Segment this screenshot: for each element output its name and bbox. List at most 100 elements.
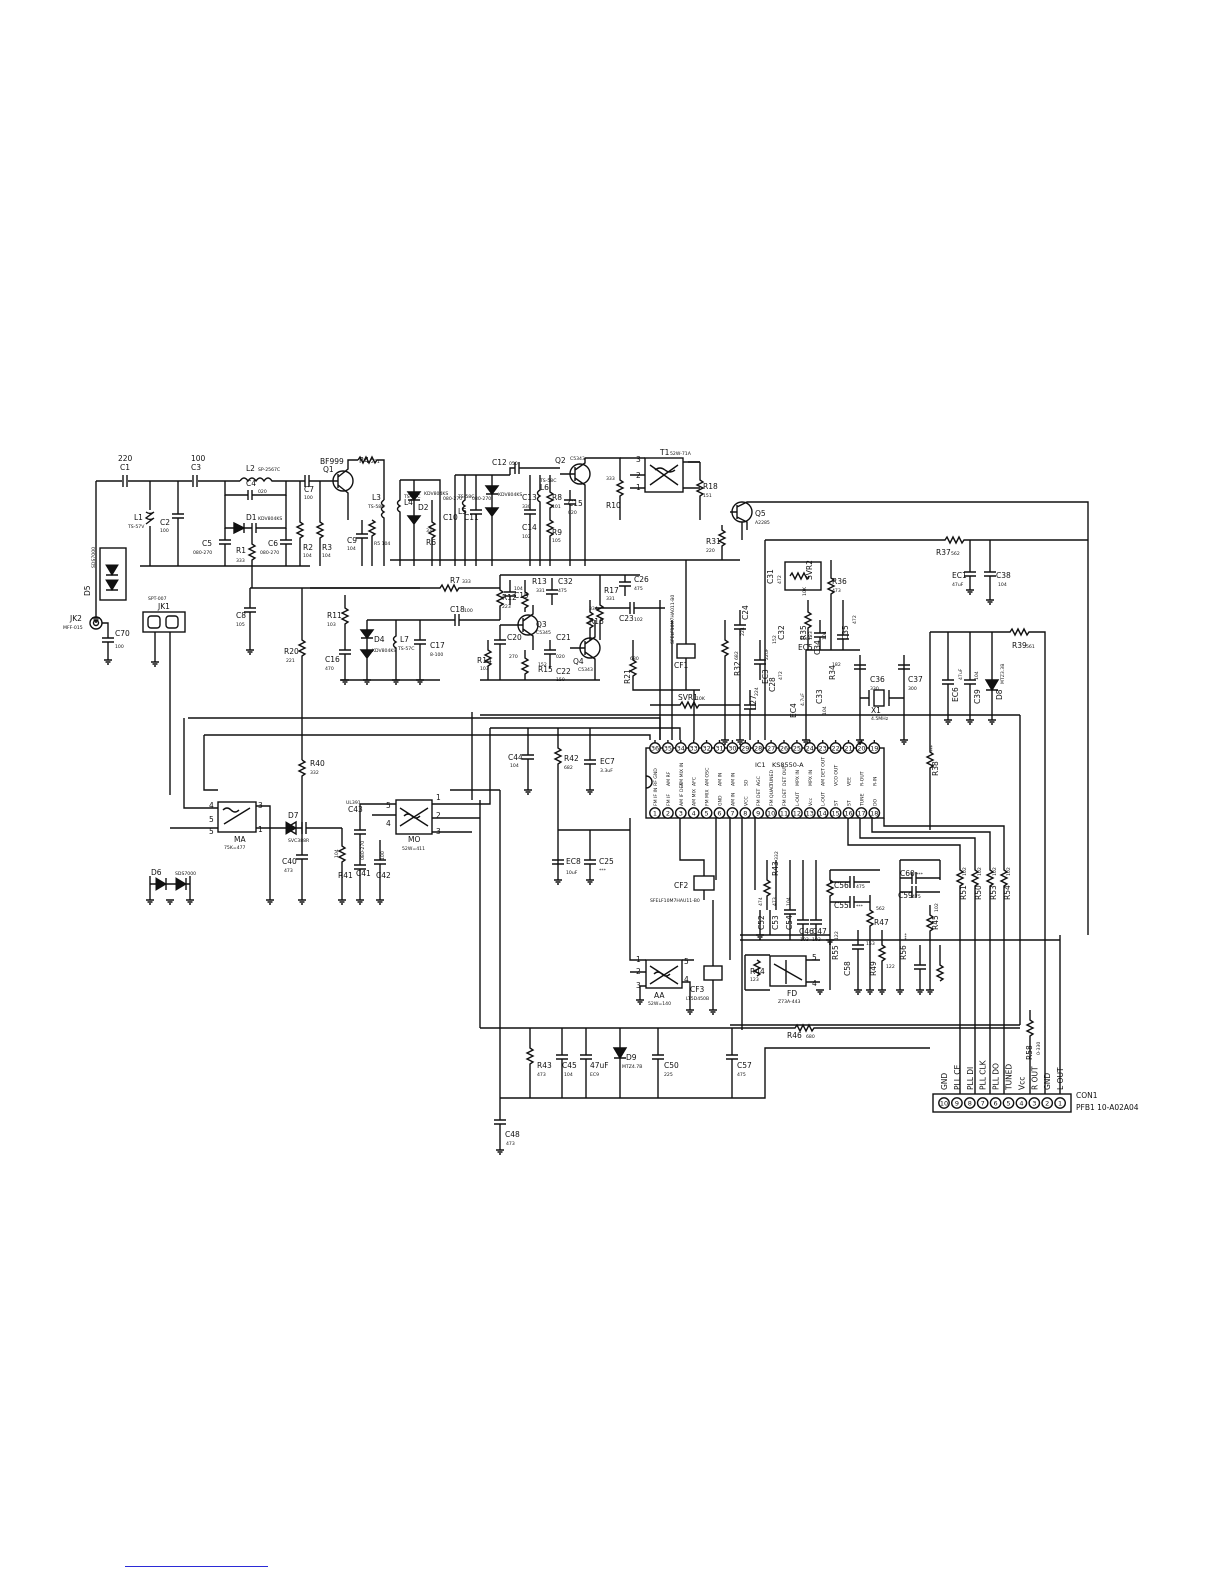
label-c21-val: 020 — [556, 654, 565, 660]
label-c27: C27 — [749, 695, 758, 710]
label-r45b: R43 — [771, 861, 780, 876]
label-r21: R21 — [623, 669, 632, 684]
label-jk1-val: SPT-007 — [148, 596, 167, 602]
label-r20-val: 221 — [286, 658, 295, 664]
label-c26-val: 475 — [634, 586, 643, 592]
label-c48: C48 — [505, 1130, 520, 1139]
label-l7-val: TS-57C — [397, 646, 414, 652]
ground-symbol — [988, 719, 996, 725]
ma-pin-5: 5 — [209, 815, 214, 824]
con1-pin-8-number: 8 — [968, 1100, 972, 1108]
label-c37-val: 300 — [908, 686, 917, 692]
label-c12: C12 — [492, 458, 507, 467]
ic1-pin-8 — [739, 807, 752, 819]
label-ic1: IC1 — [755, 761, 766, 769]
ground-symbol — [104, 659, 112, 665]
ic1-pin-34-number: 34 — [677, 745, 685, 753]
label-cf2: CF2 — [674, 881, 689, 890]
label-r47: R47 — [874, 918, 889, 927]
ic1-pin-9 — [752, 807, 765, 819]
ic1-pin-13-number: 13 — [806, 810, 814, 818]
ground-symbol — [900, 739, 908, 745]
t1-pin-3: 3 — [636, 455, 641, 464]
label-r21-val: 680 — [630, 656, 639, 662]
con1-pin-9-name: PLL CE — [953, 1064, 962, 1090]
label-r45b-val: 332 — [774, 851, 780, 860]
ic1-pin-22-number: 22 — [831, 745, 839, 753]
ic1-pin-27-name: TUNED — [769, 769, 775, 787]
label-r7: R7 — [450, 576, 460, 585]
ic1-pin-31-name: AM IN — [718, 773, 724, 786]
label-c45-val: 104 — [564, 1072, 573, 1078]
label-c33: C33 — [815, 689, 824, 704]
ic1-pin-36 — [649, 742, 661, 754]
label-c15-val: 020 — [568, 510, 577, 516]
ground-symbol — [756, 934, 764, 940]
label-ec5-val: 10uF — [800, 636, 812, 642]
ic1-pin-15-name: ST — [834, 800, 840, 806]
label-r58: R58 — [1025, 1045, 1034, 1060]
label-c20: C20 — [507, 633, 522, 642]
label-c36: C36 — [870, 675, 885, 684]
label-c2: C2 — [160, 518, 170, 527]
label-c28: C28 — [768, 677, 777, 692]
ic1-pin-23 — [816, 742, 829, 754]
ic1-pin-14 — [816, 807, 829, 819]
label-c23: C23 — [619, 614, 634, 623]
bottom-power-row: R46 680 C48 473 R43 473 C45 104 47uF EC9… — [479, 790, 1020, 1150]
label-d1: D1 — [246, 513, 257, 522]
ic1-pin-17 — [855, 807, 868, 819]
mo-pin-1: 1 — [436, 793, 441, 802]
label-r56: R56 — [899, 945, 908, 960]
label-r6-val: 333 — [426, 528, 435, 534]
label-r54-val: 102 — [1006, 867, 1012, 876]
ic1-pin-1 — [649, 807, 661, 819]
label-d4-val: KDV804KS — [372, 648, 396, 654]
label-r10-val: 333 — [606, 476, 615, 482]
label-r7-val: 333 — [462, 579, 471, 585]
ic1-pin-28-name: AGC — [756, 776, 762, 786]
label-r53-val: 102 — [992, 867, 998, 876]
label-c70-val: 100 — [115, 644, 124, 650]
label-r34-val: 182 — [832, 662, 841, 668]
label-r56-val: *** — [904, 932, 910, 940]
label-c28-val: 472 — [778, 671, 784, 680]
label-r4-val: 271 — [371, 459, 380, 465]
label-c11: C11 — [464, 513, 479, 522]
ic1-pin-19-number: 19 — [870, 745, 878, 753]
label-d4: D4 — [374, 635, 385, 644]
ground-symbol — [151, 661, 159, 667]
interconnect-wires — [183, 600, 1020, 809]
label-l4: L4 — [404, 498, 413, 507]
label-c35: C35 — [841, 625, 850, 640]
con1-pin-7-name: PLL CLK — [979, 1059, 988, 1090]
label-ec1: EC1 — [952, 571, 967, 580]
label-fd: FD — [787, 989, 797, 998]
label-c52: C52 — [757, 915, 766, 930]
label-c8: C8 — [236, 611, 246, 620]
con1-pin-3-number: 3 — [1032, 1100, 1036, 1108]
ma-pin-4: 4 — [209, 801, 214, 810]
ic1-pin-10 — [765, 807, 777, 819]
ic1-pin-19-name: R-IN — [872, 777, 878, 786]
label-r3: R3 — [322, 543, 332, 552]
label-fd-val: Z73A-443 — [778, 999, 801, 1005]
con1-pin-5-name: TUNED — [1005, 1064, 1014, 1091]
label-c17: C17 — [430, 641, 445, 650]
label-c50: C50 — [664, 1061, 679, 1070]
label-c31: C31 — [766, 569, 775, 584]
ground-symbols — [92, 589, 996, 1155]
ic1-pin-6 — [713, 807, 726, 819]
label-c56: C56 — [834, 881, 849, 890]
con1-pin-1-name: L OUT — [1056, 1067, 1065, 1090]
label-q3-val: C5345 — [536, 630, 551, 636]
aa-pin-4: 4 — [684, 975, 689, 984]
ground-symbol — [186, 899, 194, 905]
label-r43: R43 — [537, 1061, 552, 1070]
label-c56-val: 475 — [856, 884, 865, 890]
label-l3-val: TS-58C — [367, 504, 384, 510]
ic1-pin-22 — [829, 742, 842, 754]
label-c32-val: 152 — [772, 635, 778, 644]
label-ec9: EC9 — [590, 1072, 599, 1078]
